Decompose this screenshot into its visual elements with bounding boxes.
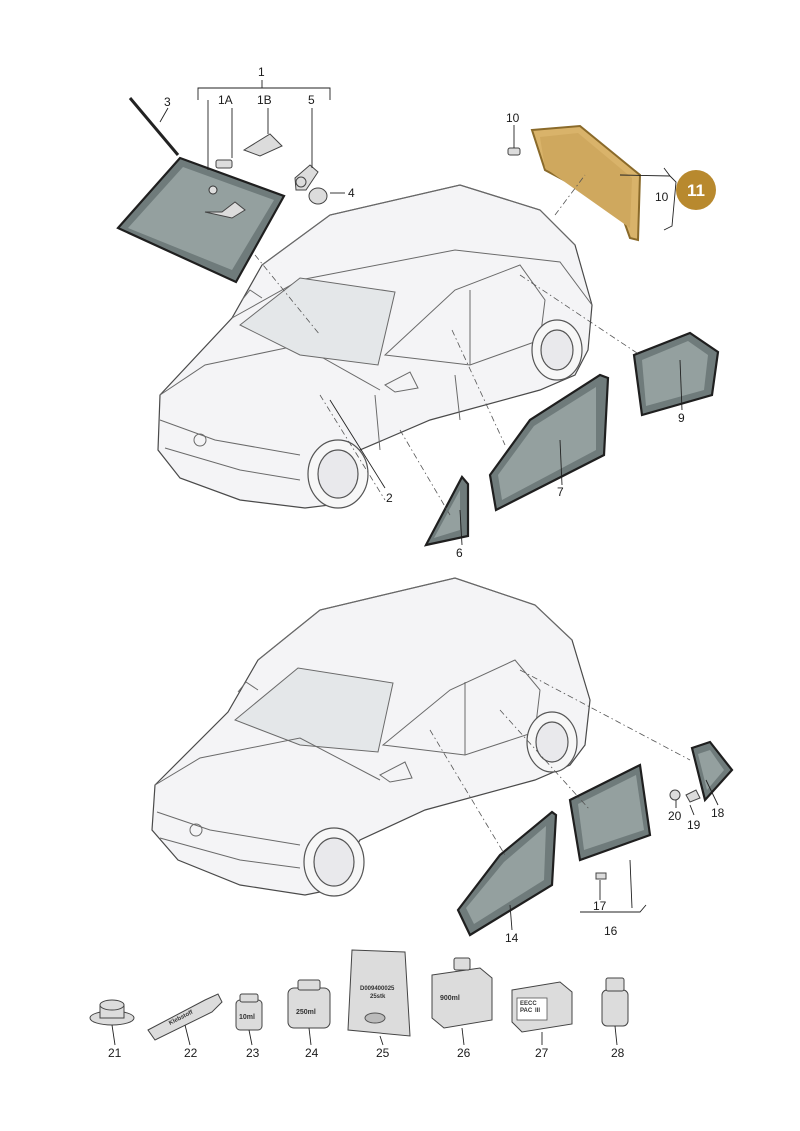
label-18: 18 (711, 806, 725, 820)
highlight-badge (676, 170, 716, 210)
part-labels: 1 1A 1B 5 3 4 10 10 9 2 7 6 18 20 19 17 … (108, 65, 725, 1060)
label-2: 2 (386, 491, 393, 505)
product-pack: EECC PAC III (511, 981, 573, 1033)
dash-lines-lower (429, 669, 691, 856)
car-upper (157, 184, 593, 509)
box-text: 900ml (440, 995, 460, 1002)
label-20: 20 (668, 809, 682, 823)
dash-lines-upper (254, 174, 641, 516)
label-21: 21 (108, 1046, 122, 1060)
label-9: 9 (678, 411, 685, 425)
label-10-top: 10 (506, 111, 520, 125)
sensor-parts (215, 133, 328, 205)
label-22: 22 (184, 1046, 198, 1060)
can-text: 250ml (296, 1009, 316, 1016)
label-6: 6 (456, 546, 463, 560)
label-1: 1 (258, 65, 265, 79)
pack-text-line1: EECC (520, 1001, 537, 1007)
leader-lines (111, 80, 719, 1046)
label-28: 28 (611, 1046, 625, 1060)
product-box: 900ml (431, 957, 493, 1029)
product-can: 250ml (287, 979, 331, 1029)
trim-strip-part (128, 97, 180, 156)
rear-window-part (507, 124, 642, 242)
product-bottle (601, 977, 629, 1027)
side-windows-upper (423, 331, 720, 547)
label-7: 7 (557, 485, 564, 499)
label-24: 24 (305, 1046, 319, 1060)
pack-text-line2: PAC (520, 1008, 533, 1014)
label-1b: 1B (257, 93, 272, 107)
bag-text-line1: D009400025 (360, 986, 395, 992)
product-adhesive-roll (89, 999, 135, 1026)
label-25: 25 (376, 1046, 390, 1060)
label-5: 5 (308, 93, 315, 107)
label-14: 14 (505, 931, 519, 945)
car-lower (151, 577, 591, 897)
product-tube: Klebstoff (147, 993, 223, 1041)
windshield-part (116, 156, 286, 284)
label-26: 26 (457, 1046, 471, 1060)
product-vial: 10ml (235, 993, 263, 1031)
label-4: 4 (348, 186, 355, 200)
vial-text: 10ml (239, 1014, 255, 1021)
product-bag: D009400025 25stk (347, 949, 411, 1037)
label-27: 27 (535, 1046, 549, 1060)
label-11: 11 (687, 181, 705, 200)
label-23: 23 (246, 1046, 260, 1060)
label-10-side: 10 (655, 190, 669, 204)
label-1a: 1A (218, 93, 233, 107)
side-windows-lower (456, 740, 734, 937)
label-17: 17 (593, 899, 607, 913)
bag-text-line2: 25stk (370, 994, 386, 1000)
label-16: 16 (604, 924, 618, 938)
label-19: 19 (687, 818, 701, 832)
label-3: 3 (164, 95, 171, 109)
pack-text-line3: III (535, 1008, 540, 1014)
